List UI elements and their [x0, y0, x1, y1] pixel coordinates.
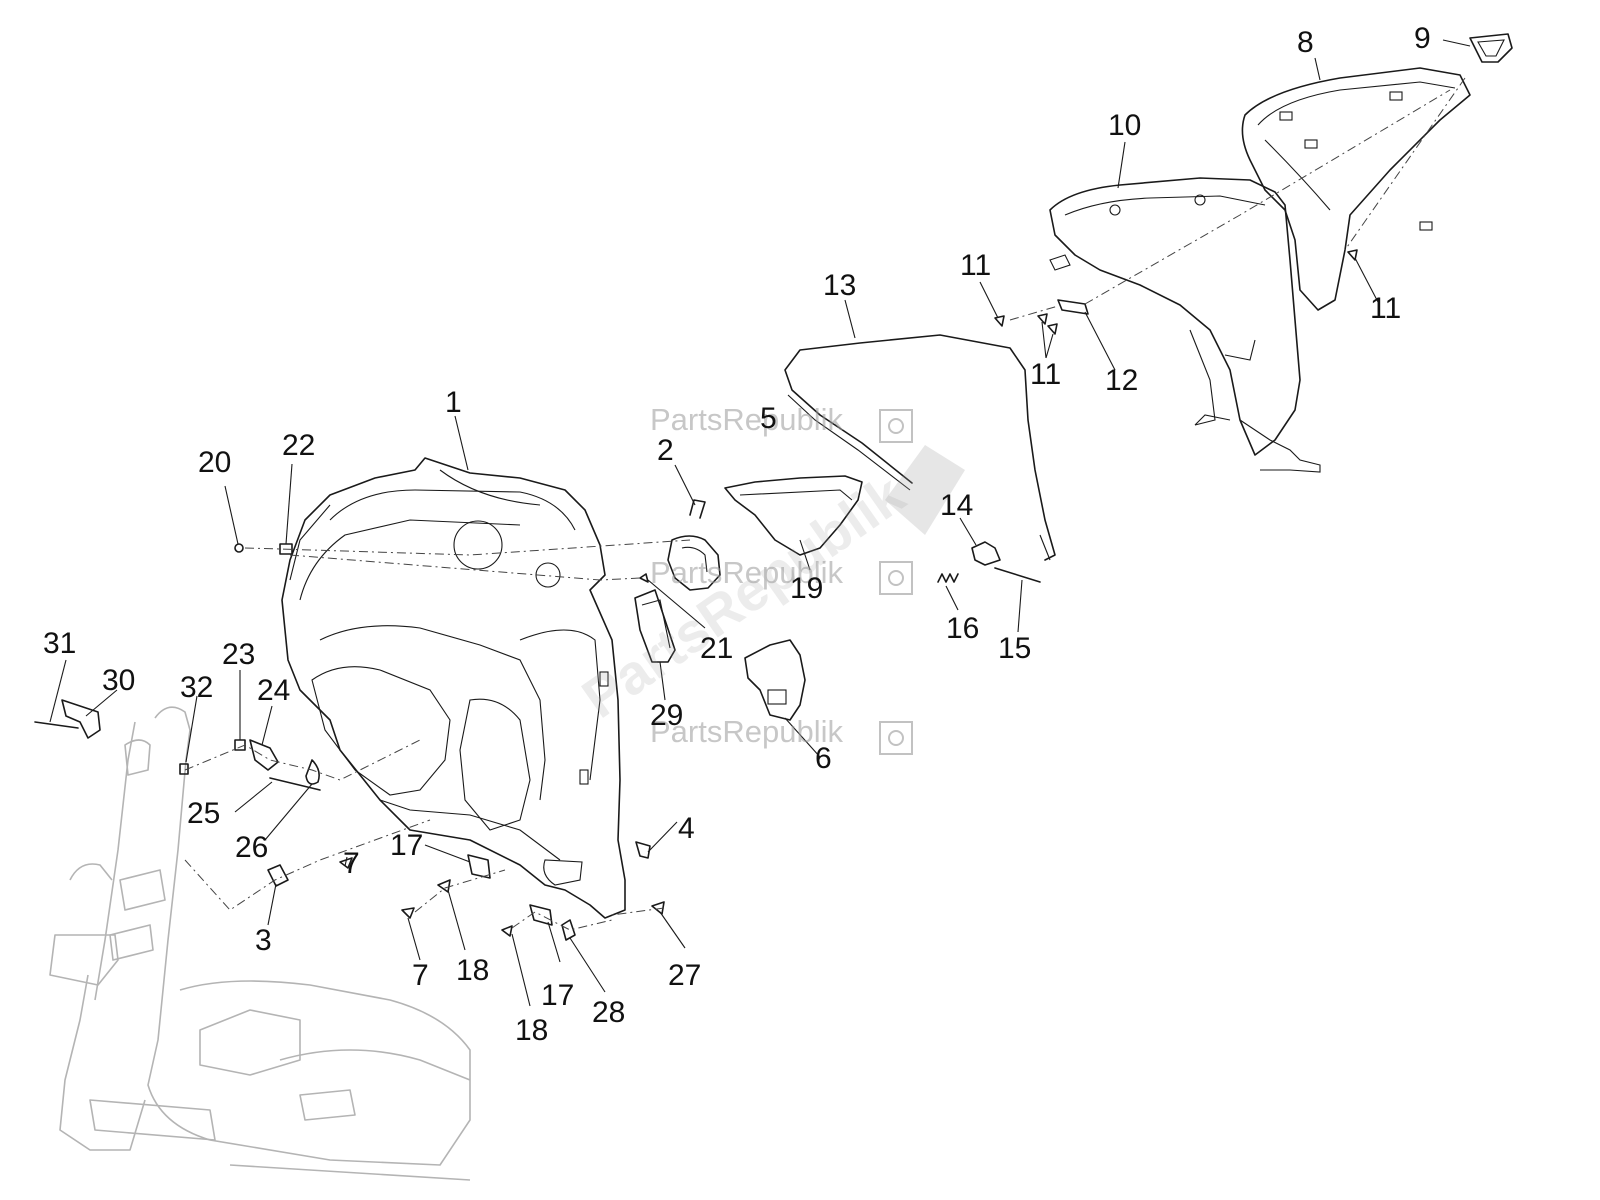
leader-lines [49, 39, 1471, 1007]
part-26-spring [305, 759, 320, 785]
part-14-latch [971, 541, 1001, 566]
callout-21: 21 [700, 632, 733, 665]
watermark-text: PartsRepublik [650, 555, 843, 590]
gear-icon [879, 409, 913, 443]
part-20-screw [234, 543, 244, 553]
callout-20: 20 [198, 446, 231, 479]
callout-32: 32 [180, 671, 213, 704]
part-29-slot-piece [634, 589, 676, 663]
callout-25: 25 [187, 797, 220, 830]
callout-14: 14 [940, 489, 973, 522]
part-17-clip-a [467, 854, 491, 879]
assembly-lines [184, 77, 1466, 931]
part-9-emblem [1469, 33, 1513, 63]
callout-17b: 17 [541, 979, 574, 1012]
callout-31: 31 [43, 627, 76, 660]
part-11-screw-b [1037, 313, 1048, 325]
callout-4: 4 [678, 812, 695, 845]
part-25-rod [269, 777, 321, 791]
callout-3: 3 [255, 924, 272, 957]
watermark-text: PartsRepublik [650, 714, 843, 749]
watermark-2: PartsRepublik [650, 555, 913, 595]
callout-30: 30 [102, 664, 135, 697]
callout-29: 29 [650, 699, 683, 732]
callout-10: 10 [1108, 109, 1141, 142]
callout-9: 9 [1414, 22, 1431, 55]
callout-11b: 11 [1370, 292, 1401, 325]
callout-2: 2 [657, 434, 674, 467]
part-28-latch [561, 919, 576, 941]
small-hardware [34, 249, 1358, 941]
callout-28: 28 [592, 996, 625, 1029]
watermark-3: PartsRepublik [650, 714, 913, 755]
part-24-bracket [249, 739, 279, 771]
callout-16: 16 [946, 612, 979, 645]
part-4-screw [635, 841, 651, 859]
part-17-clip-b [529, 904, 553, 926]
callout-15: 15 [998, 632, 1031, 665]
part-8-cover [1241, 67, 1471, 311]
callout-27: 27 [668, 959, 701, 992]
part-5-panel [724, 475, 863, 556]
gear-icon [879, 561, 913, 595]
part-18-screw-a [437, 879, 451, 893]
callout-7b: 7 [412, 959, 429, 992]
callout-23: 23 [222, 638, 255, 671]
part-30-hinge [61, 699, 101, 739]
part-12-clip [1057, 299, 1089, 315]
watermark-diamond [885, 445, 965, 535]
part-11-screw-c [1047, 323, 1058, 335]
part-13-seal [784, 334, 1056, 561]
callout-26: 26 [235, 831, 268, 864]
callout-24: 24 [257, 674, 290, 707]
part-11-screw-d [1347, 249, 1358, 261]
part-1-legshield-back [281, 457, 626, 919]
callout-8: 8 [1297, 26, 1314, 59]
gear-icon [879, 721, 913, 755]
part-7-screw-b [401, 907, 415, 919]
callout-12: 12 [1105, 364, 1138, 397]
callout-11c: 11 [1030, 358, 1061, 391]
part-6-bracket [744, 639, 806, 721]
callout-7a: 7 [343, 847, 360, 880]
part-21-screw [639, 573, 649, 583]
part-2-round-cap [667, 499, 721, 591]
part-18-screw-b [501, 925, 513, 937]
callout-18b: 18 [515, 1014, 548, 1047]
part-16-spring [937, 573, 959, 583]
callout-11a: 11 [960, 249, 991, 282]
callouts: 1 2 3 4 5 6 7 7 8 9 10 11 11 11 12 13 14… [43, 22, 1431, 1047]
callout-1: 1 [445, 386, 462, 419]
callout-13: 13 [823, 269, 856, 302]
part-11-screw-a [994, 315, 1005, 327]
watermark-1: PartsRepublik [650, 402, 913, 443]
callout-22: 22 [282, 429, 315, 462]
callout-6: 6 [815, 742, 832, 775]
part-31-bolt [34, 721, 79, 729]
watermark-diagonal: PartsRepublik [571, 462, 916, 730]
callout-18a: 18 [456, 954, 489, 987]
part-15-pin [994, 567, 1041, 583]
callout-17a: 17 [390, 829, 423, 862]
callout-5: 5 [760, 402, 777, 435]
part-10-inner-panel [1049, 177, 1321, 473]
watermark-text: PartsRepublik [650, 402, 843, 437]
scooter-frame-outline [49, 706, 471, 1181]
callout-19: 19 [790, 572, 823, 605]
part-23-clip [234, 739, 246, 751]
